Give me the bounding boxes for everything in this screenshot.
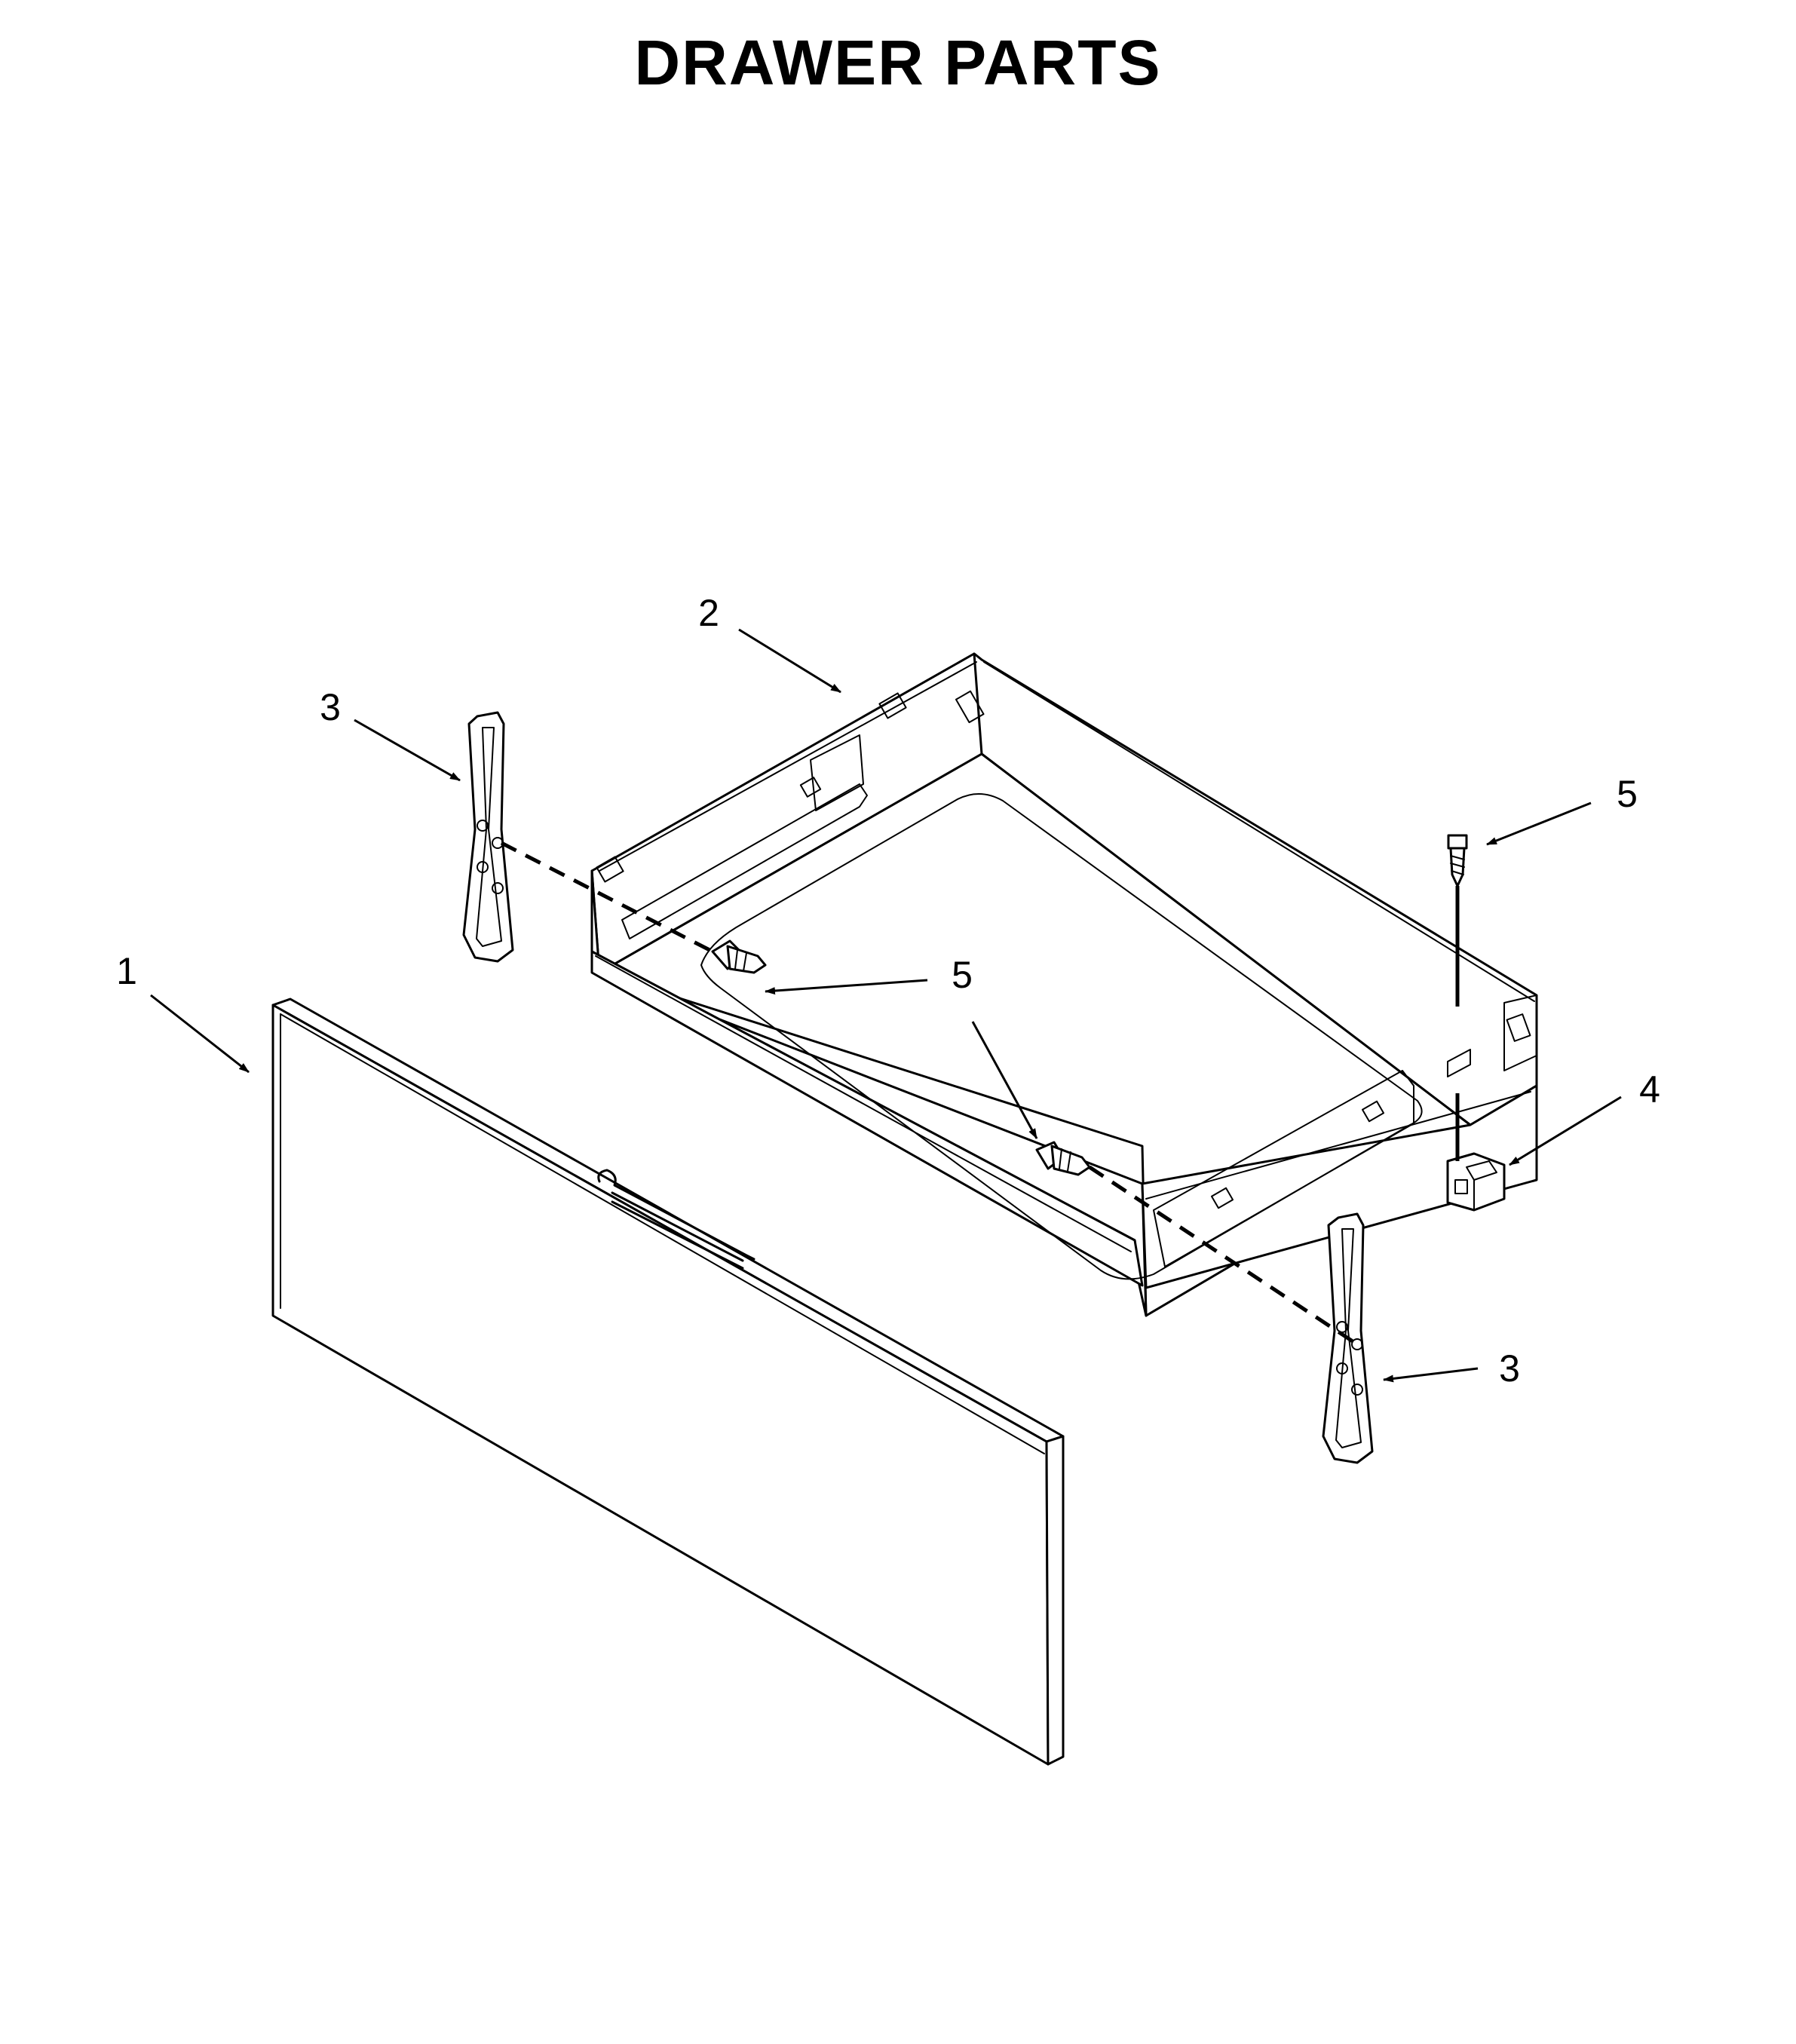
- leader-2: [738, 628, 841, 694]
- callout-5-top: 5: [1617, 773, 1638, 815]
- front-panel: [271, 997, 1065, 1766]
- page-title: DRAWER PARTS: [634, 27, 1161, 98]
- leader-1: [150, 994, 250, 1074]
- callout-4: 4: [1639, 1068, 1660, 1111]
- callout-3-left: 3: [320, 686, 341, 728]
- callout-5-center: 5: [952, 954, 973, 996]
- leader-4: [1509, 1096, 1622, 1166]
- leader-3-right: [1383, 1367, 1479, 1383]
- leader-5-left: [765, 979, 928, 995]
- screw-top-right: [1447, 834, 1468, 887]
- glide-left: [462, 711, 514, 963]
- callout-2: 2: [698, 592, 719, 634]
- guide-line-left: [500, 841, 714, 954]
- clip: [1446, 1152, 1506, 1212]
- callout-3-right: 3: [1499, 1347, 1520, 1390]
- callout-1: 1: [116, 950, 137, 992]
- leader-5-top: [1486, 801, 1592, 846]
- leader-3-left: [354, 719, 461, 782]
- screw-left: [711, 939, 767, 974]
- leader-5-center: [971, 1021, 1038, 1139]
- screw-center: [1035, 1141, 1091, 1176]
- drawer-body: [590, 652, 1538, 1317]
